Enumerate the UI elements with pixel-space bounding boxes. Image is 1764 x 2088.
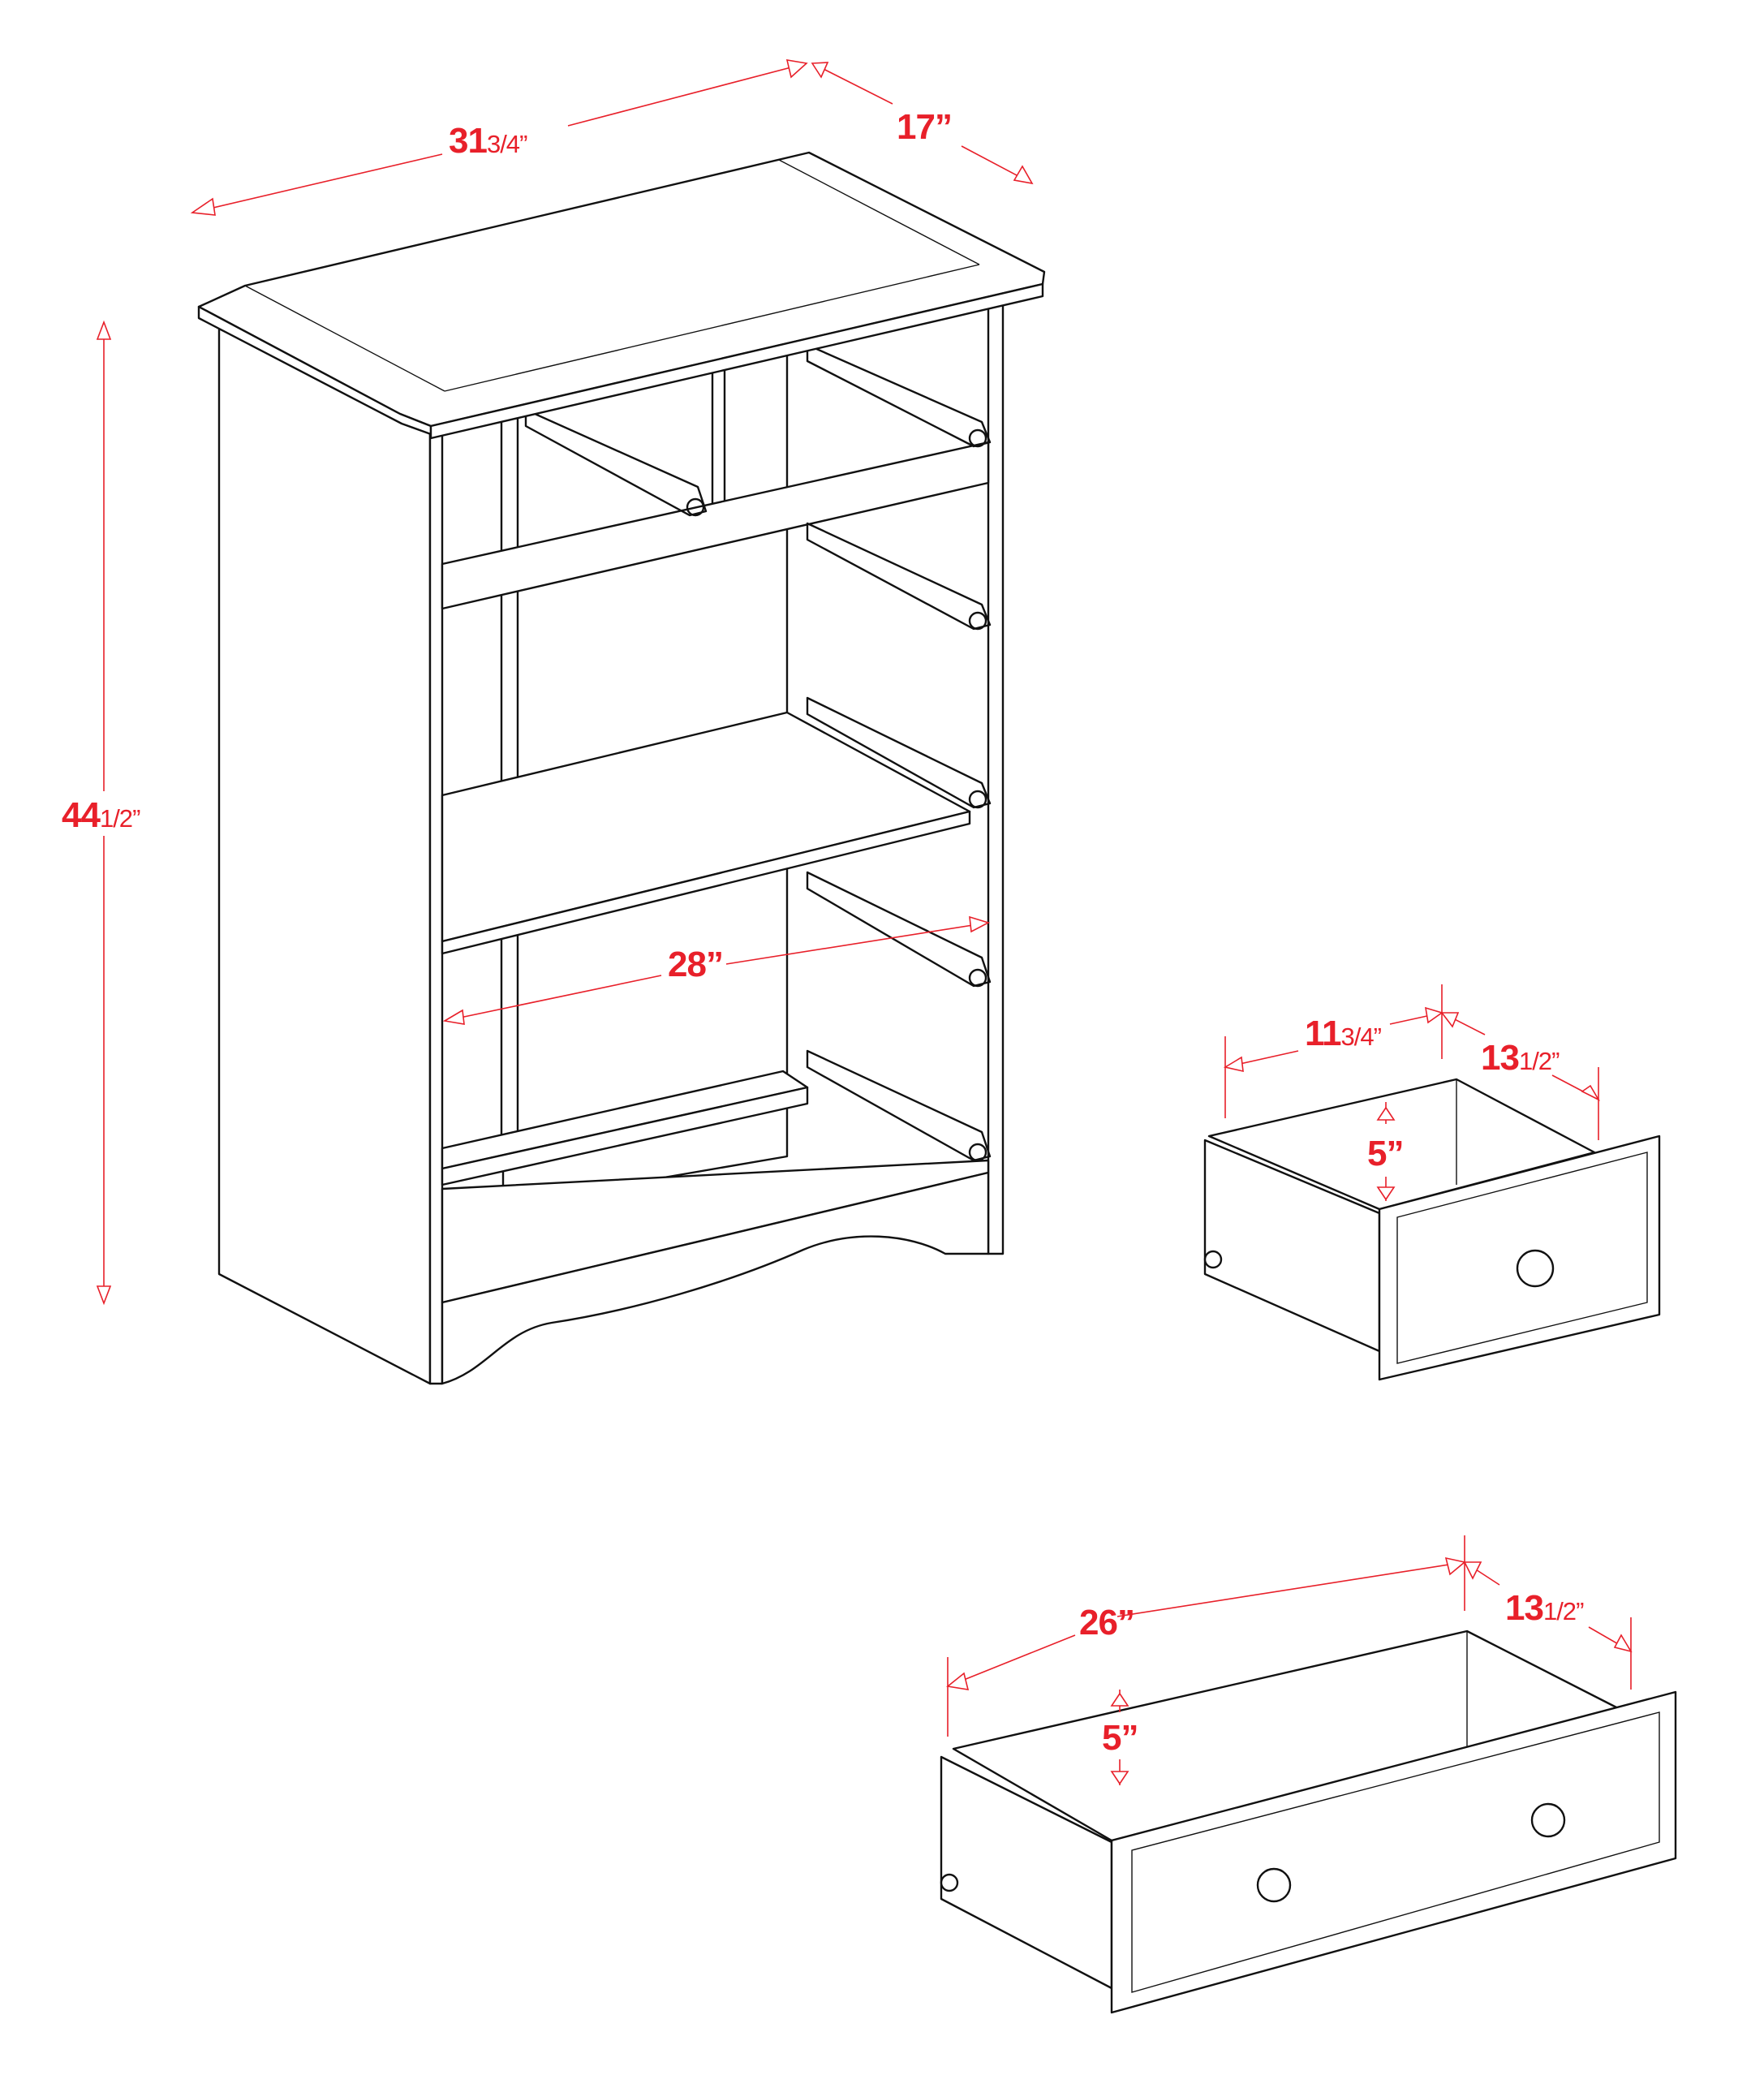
chest-right-stile [987,291,1005,1255]
chest-illustration [197,151,1046,1385]
drawer-slide-left [524,408,708,517]
chest-left-stile [428,424,444,1385]
large-drawer-depth-label: 131/2” [1505,1588,1584,1628]
large-drawer-illustration [940,1630,1677,2014]
large-drawer-width-label: 26” [1079,1603,1135,1642]
chest-width-label: 313/4” [449,121,527,161]
small-drawer-illustration [1203,1078,1661,1381]
large-drawer-front [1110,1690,1677,2014]
small-drawer-height-label: 5” [1367,1134,1404,1173]
chest-top-front-edge [429,282,1044,440]
dimension-lines [96,59,1633,1785]
small-drawer-depth-label: 131/2” [1481,1038,1560,1078]
chest-left-side [217,327,432,1385]
small-drawer-width-label: 113/4” [1305,1014,1382,1053]
chest-depth-label: 17” [897,107,953,147]
chest-apron [441,1171,990,1385]
large-drawer-knob-right [1530,1802,1566,1838]
drawer-slides-right [806,343,992,1162]
large-drawer-knob-left [1256,1867,1292,1903]
shelf-2-edge [441,810,971,955]
chest-interior-width-label: 28” [668,945,724,984]
small-drawer-knob [1516,1249,1555,1288]
large-drawer-height-label: 5” [1102,1718,1138,1758]
small-drawer-front [1378,1134,1661,1381]
rail-1 [441,441,990,610]
chest-inner-post [500,412,519,1138]
chest-height-label: 441/2” [62,795,140,835]
rail-3-edge [441,1086,809,1186]
